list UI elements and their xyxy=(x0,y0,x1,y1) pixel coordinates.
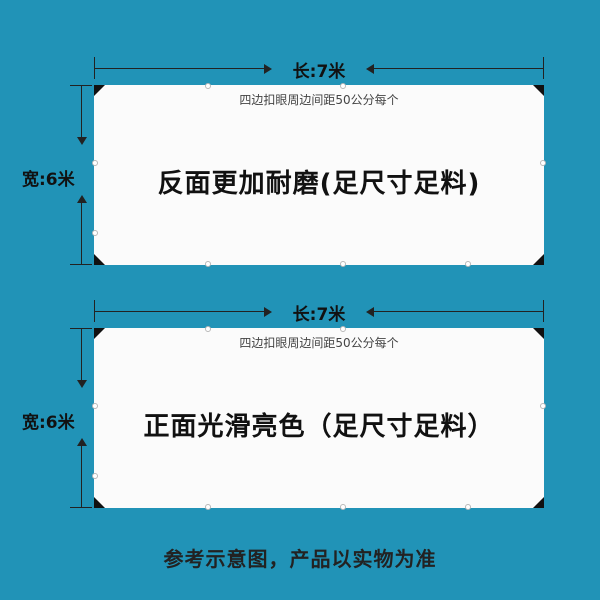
width-tick-right xyxy=(543,57,544,79)
corner-reinforcement-icon xyxy=(94,328,105,339)
corner-reinforcement-icon xyxy=(94,497,105,508)
arrow-right-icon xyxy=(264,64,272,74)
banner-main-text: 正面光滑亮色（足尺寸足料） xyxy=(143,412,495,442)
grommet-icon xyxy=(540,403,546,409)
width-label: 长:7米 xyxy=(292,62,346,82)
width-line-left xyxy=(94,68,269,69)
grommet-icon xyxy=(205,326,211,332)
height-line-bottom xyxy=(81,200,82,265)
corner-reinforcement-icon xyxy=(94,85,105,96)
corner-reinforcement-icon xyxy=(533,497,544,508)
height-label: 宽:6米 xyxy=(22,170,75,190)
arrow-left-icon xyxy=(366,64,374,74)
grommet-icon xyxy=(92,160,98,166)
height-dimension xyxy=(56,85,96,265)
grommet-spacing-note: 四边扣眼周边间距50公分每个 xyxy=(239,336,399,350)
height-line-top xyxy=(81,328,82,383)
banner-sheet: 四边扣眼周边间距50公分每个 正面光滑亮色（足尺寸足料） xyxy=(92,326,546,510)
height-dimension xyxy=(56,328,96,508)
grommet-icon xyxy=(205,261,211,267)
arrow-down-icon xyxy=(77,137,87,145)
grommet-icon xyxy=(540,160,546,166)
grommet-icon xyxy=(340,261,346,267)
width-label: 长:7米 xyxy=(292,305,346,325)
corner-reinforcement-icon xyxy=(533,328,544,339)
arrow-down-icon xyxy=(77,380,87,388)
width-line-left xyxy=(94,311,269,312)
grommet-icon xyxy=(205,504,211,510)
corner-reinforcement-icon xyxy=(533,254,544,265)
width-dimension: 长:7米 xyxy=(94,55,544,83)
width-tick-right xyxy=(543,300,544,322)
height-tick-bottom xyxy=(70,264,92,265)
height-tick-bottom xyxy=(70,507,92,508)
banner-main-text: 反面更加耐磨(足尺寸足料) xyxy=(157,169,481,199)
arrow-left-icon xyxy=(366,307,374,317)
height-label: 宽:6米 xyxy=(22,413,75,433)
height-line-top xyxy=(81,85,82,140)
banner-diagram-front: 长:7米 宽:6米 四边扣眼周边间距50公分每个 正面光滑亮色（足尺寸足料） xyxy=(0,298,600,538)
grommet-icon xyxy=(465,261,471,267)
arrow-up-icon xyxy=(77,195,87,203)
arrow-right-icon xyxy=(264,307,272,317)
grommet-icon xyxy=(340,504,346,510)
banner-sheet: 四边扣眼周边间距50公分每个 反面更加耐磨(足尺寸足料) xyxy=(92,83,546,267)
arrow-up-icon xyxy=(77,438,87,446)
grommet-icon xyxy=(340,83,346,89)
grommet-spacing-note: 四边扣眼周边间距50公分每个 xyxy=(239,93,399,107)
grommet-icon xyxy=(92,403,98,409)
corner-reinforcement-icon xyxy=(533,85,544,96)
grommet-icon xyxy=(92,230,98,236)
corner-reinforcement-icon xyxy=(94,254,105,265)
grommet-icon xyxy=(340,326,346,332)
width-line-right xyxy=(369,311,544,312)
grommet-icon xyxy=(92,473,98,479)
grommet-icon xyxy=(205,83,211,89)
width-dimension: 长:7米 xyxy=(94,298,544,326)
width-line-right xyxy=(369,68,544,69)
height-line-bottom xyxy=(81,443,82,508)
banner-diagram-back: 长:7米 宽:6米 四边扣眼周边间距50公分每个 反面更加耐磨(足尺寸足料) xyxy=(0,55,600,295)
grommet-icon xyxy=(465,504,471,510)
disclaimer-caption: 参考示意图，产品以实物为准 xyxy=(163,547,437,571)
